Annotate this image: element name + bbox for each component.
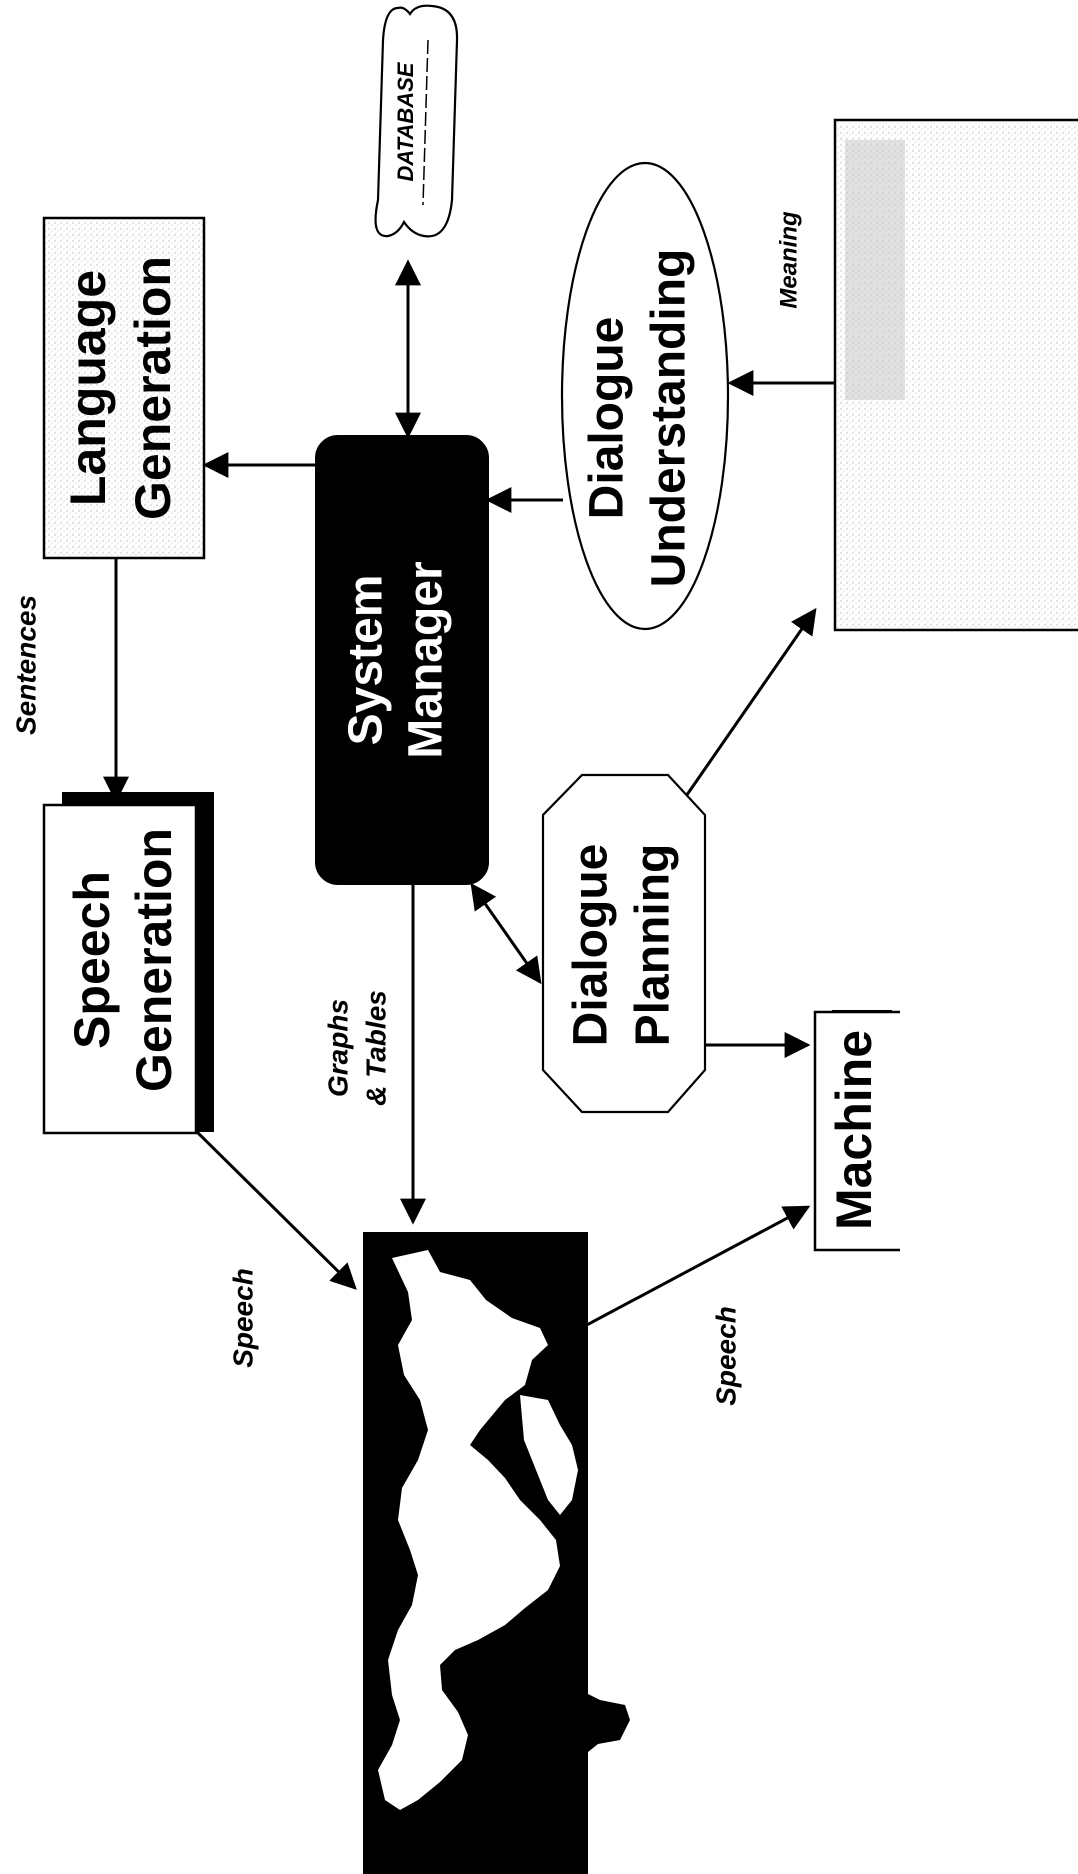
dialogue-planning-line1: Dialogue — [565, 844, 618, 1047]
label-words-partial: Words — [876, 770, 906, 850]
label-speech-right: Speech — [710, 1306, 741, 1406]
arrow-planning-to-right-block — [680, 607, 817, 803]
machine-node: Machine — [813, 1010, 900, 1252]
dialogue-understanding-ellipse — [560, 161, 730, 631]
speech-generation-box — [42, 803, 198, 1135]
dialogue-understanding-line2: Understanding — [643, 249, 696, 588]
right-block-node — [833, 118, 1078, 632]
display-silhouette — [378, 1250, 560, 1810]
arrow-speechgen-to-display — [193, 1128, 357, 1290]
database-label: DATABASE — [393, 61, 418, 181]
label-tables: & Tables — [360, 990, 391, 1106]
dialogue-planning-node: Dialogue Planning — [541, 773, 707, 1114]
language-generation-node: Language Generation — [42, 216, 206, 560]
display-legs — [548, 1690, 630, 1760]
display-node — [363, 1232, 630, 1874]
label-meaning: Meaning — [775, 211, 802, 309]
arrow-manager-planning — [470, 882, 542, 985]
label-speech-left: Speech — [227, 1268, 258, 1368]
speech-generation-line1: Speech — [64, 871, 120, 1049]
language-generation-line1: Language — [60, 270, 116, 506]
speech-generation-line2: Generation — [126, 828, 182, 1092]
dialogue-planning-line2: Planning — [627, 844, 680, 1047]
system-manager-line1: System — [340, 575, 393, 746]
system-manager-box — [315, 435, 489, 885]
dialogue-understanding-node: Dialogue Understanding — [560, 161, 730, 631]
dialogue-understanding-line1: Dialogue — [581, 317, 634, 520]
database-inner-line — [422, 39, 429, 206]
language-generation-line2: Generation — [125, 256, 181, 520]
system-manager-line2: Manager — [400, 561, 453, 758]
display-person-right — [520, 1395, 578, 1515]
machine-box — [813, 1010, 900, 1252]
speech-generation-node: Speech Generation — [42, 792, 214, 1135]
database-outline — [374, 4, 459, 238]
language-generation-box — [42, 216, 206, 560]
right-block-shade — [845, 140, 905, 400]
dialogue-planning-octagon — [541, 773, 707, 1114]
system-manager-node: System Manager — [315, 435, 489, 885]
database-node: DATABASE — [374, 4, 459, 238]
label-sentences: Sentences — [10, 595, 41, 735]
label-graphs: Graphs — [322, 999, 353, 1097]
machine-label: Machine — [826, 1030, 882, 1230]
label-words-clip: Words — [876, 770, 906, 850]
